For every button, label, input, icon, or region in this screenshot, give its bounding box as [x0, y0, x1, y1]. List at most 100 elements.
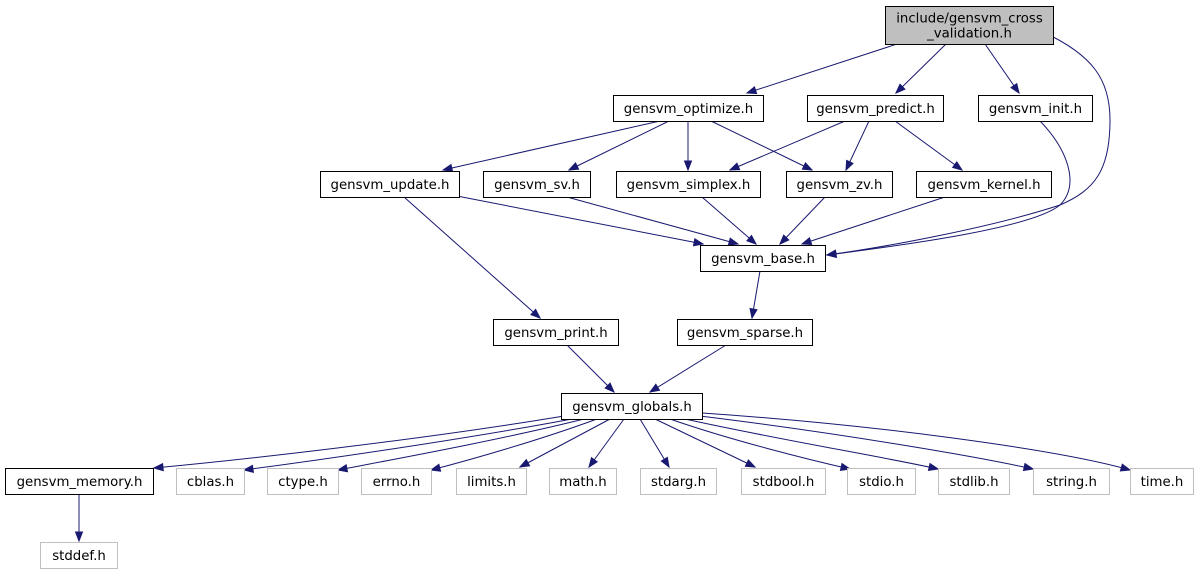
edge-optimize-to-simplex — [683, 121, 693, 172]
node-zv[interactable]: gensvm_zv.h — [786, 171, 893, 198]
edge-sv-to-base — [566, 196, 740, 246]
node-box — [493, 319, 619, 346]
edge-arrowhead — [74, 531, 84, 543]
edge-globals-to-math — [588, 418, 625, 469]
edge-arrowhead — [567, 162, 580, 171]
node-ctype[interactable]: ctype.h — [267, 468, 339, 495]
node-globals[interactable]: gensvm_globals.h — [561, 393, 703, 420]
edge-globals-to-errno — [429, 418, 598, 472]
edge-arrowhead — [530, 308, 542, 319]
node-root[interactable]: include/gensvm_cross_validation.h — [885, 6, 1054, 45]
node-label: _validation.h — [926, 27, 1012, 42]
node-stdarg[interactable]: stdarg.h — [640, 468, 717, 495]
edge-root-to-init — [984, 43, 1020, 95]
node-label: gensvm_predict.h — [816, 102, 935, 117]
edge-globals-to-time — [701, 412, 1132, 472]
node-optimize[interactable]: gensvm_optimize.h — [613, 95, 764, 122]
node-label: gensvm_base.h — [711, 252, 815, 267]
edge-globals-to-stdarg — [639, 418, 670, 469]
edge-line — [566, 344, 615, 393]
edge-arrowhead — [588, 456, 599, 469]
node-stdlib[interactable]: stdlib.h — [938, 468, 1010, 495]
node-sv[interactable]: gensvm_sv.h — [483, 171, 591, 198]
node-box — [320, 171, 460, 198]
edge-globals-to-cblas — [242, 418, 573, 473]
node-update[interactable]: gensvm_update.h — [320, 171, 460, 198]
edge-globals-to-stdlib — [684, 418, 940, 472]
edge-globals-to-memory — [152, 415, 565, 472]
edge-arrowhead — [242, 464, 254, 473]
node-box — [916, 171, 1052, 198]
edge-arrowhead — [779, 234, 790, 245]
edge-line — [701, 196, 757, 245]
node-label: gensvm_sparse.h — [687, 326, 803, 341]
edge-line — [566, 196, 739, 245]
edge-arrowhead — [927, 462, 940, 472]
node-errno[interactable]: errno.h — [361, 468, 432, 495]
edge-arrowhead — [801, 162, 814, 171]
node-print[interactable]: gensvm_print.h — [493, 319, 619, 346]
node-init[interactable]: gensvm_init.h — [978, 95, 1093, 122]
node-label: gensvm_init.h — [989, 102, 1082, 117]
node-box — [40, 542, 118, 569]
node-label: stdbool.h — [753, 475, 815, 490]
node-label: ctype.h — [278, 475, 328, 490]
node-stddef[interactable]: stddef.h — [40, 542, 118, 569]
edge-line — [568, 120, 670, 171]
node-kernel[interactable]: gensvm_kernel.h — [916, 171, 1052, 198]
edge-globals-to-stdio — [669, 418, 852, 472]
node-math[interactable]: math.h — [549, 468, 617, 495]
edge-root-to-predict — [895, 43, 947, 94]
node-box — [807, 95, 944, 122]
edge-arrowhead — [336, 464, 349, 473]
edge-line — [153, 415, 565, 469]
node-label: math.h — [559, 475, 606, 490]
edge-arrowhead — [648, 383, 661, 393]
node-simplex[interactable]: gensvm_simplex.h — [616, 171, 761, 198]
node-label: stddef.h — [52, 549, 106, 564]
node-box — [5, 468, 154, 495]
edge-kernel-to-base — [800, 196, 946, 246]
edge-line — [729, 120, 846, 171]
node-box — [1130, 468, 1194, 495]
edge-arrowhead — [727, 237, 740, 246]
edge-arrowhead — [749, 307, 758, 320]
node-label: gensvm_sv.h — [494, 178, 580, 193]
node-stdio[interactable]: stdio.h — [847, 468, 916, 495]
edge-root-to-optimize — [745, 43, 898, 95]
node-box — [741, 468, 826, 495]
node-cblas[interactable]: cblas.h — [176, 468, 245, 495]
edge-arrowhead — [683, 160, 693, 172]
node-box — [176, 468, 245, 495]
node-label: include/gensvm_cross — [896, 12, 1043, 27]
node-memory[interactable]: gensvm_memory.h — [5, 468, 154, 495]
node-box — [613, 95, 764, 122]
edges-layer — [74, 31, 1132, 543]
edge-arrowhead — [746, 234, 758, 245]
node-label: gensvm_zv.h — [797, 178, 883, 193]
node-base[interactable]: gensvm_base.h — [700, 245, 826, 272]
node-string[interactable]: string.h — [1033, 468, 1110, 495]
edge-line — [243, 418, 573, 471]
node-label: gensvm_memory.h — [17, 475, 143, 490]
node-limits[interactable]: limits.h — [456, 468, 527, 495]
edge-arrowhead — [429, 463, 442, 472]
node-sparse[interactable]: gensvm_sparse.h — [677, 319, 813, 346]
edge-predict-to-zv — [845, 120, 870, 172]
node-box — [561, 393, 703, 420]
edge-simplex-to-base — [701, 196, 758, 245]
node-time[interactable]: time.h — [1130, 468, 1194, 495]
node-stdbool[interactable]: stdbool.h — [741, 468, 826, 495]
edge-arrowhead — [152, 462, 164, 472]
edge-arrowhead — [800, 237, 813, 246]
node-box — [549, 468, 617, 495]
edge-arrowhead — [518, 458, 531, 468]
node-box — [978, 95, 1093, 122]
node-box — [938, 468, 1010, 495]
node-label: gensvm_update.h — [331, 178, 450, 193]
edge-zv-to-base — [779, 196, 826, 245]
edge-line — [894, 120, 963, 171]
edge-line — [519, 418, 611, 468]
edge-init-to-base — [825, 120, 1071, 258]
node-predict[interactable]: gensvm_predict.h — [807, 95, 944, 122]
